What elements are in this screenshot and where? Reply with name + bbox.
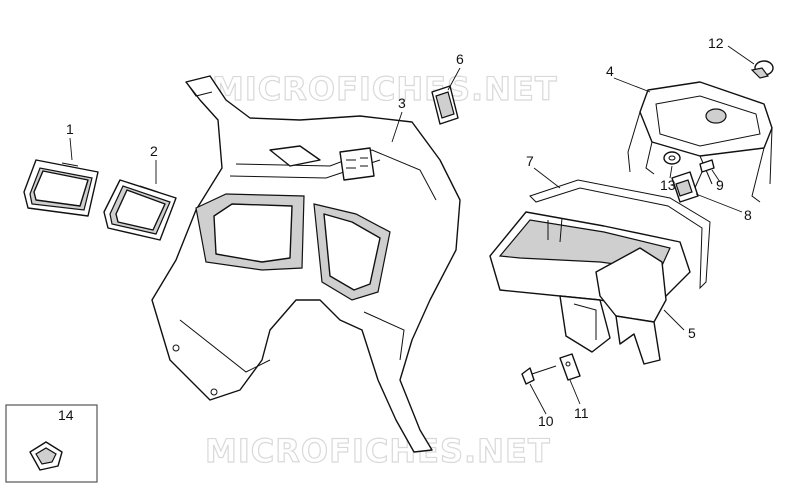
inset-part-14 bbox=[5, 404, 98, 483]
part-13-nut bbox=[663, 151, 681, 165]
callout-4: 4 bbox=[606, 63, 614, 79]
part-9-screw bbox=[693, 159, 715, 191]
part-11-clip bbox=[559, 353, 581, 381]
part-1-grille-cover bbox=[23, 159, 99, 217]
watermark-top: MICROFICHES.NET bbox=[212, 70, 558, 108]
callout-10: 10 bbox=[538, 413, 554, 429]
part-2-grille-cover bbox=[103, 179, 177, 241]
callout-5: 5 bbox=[688, 325, 696, 341]
callout-8: 8 bbox=[744, 207, 752, 223]
part-3-inner-shield bbox=[151, 75, 461, 453]
part-6-cap bbox=[431, 85, 459, 125]
callout-2: 2 bbox=[150, 143, 158, 159]
part-10-screw bbox=[521, 365, 557, 385]
callout-12: 12 bbox=[708, 35, 724, 51]
callout-14: 14 bbox=[58, 407, 74, 423]
part-8-clip bbox=[671, 171, 699, 203]
callout-11: 11 bbox=[574, 405, 589, 421]
part-7-gasket bbox=[529, 179, 711, 290]
part-4-bracket-panel bbox=[627, 81, 773, 203]
callout-13: 13 bbox=[660, 177, 676, 193]
callout-3: 3 bbox=[398, 95, 406, 111]
callout-9: 9 bbox=[716, 177, 724, 193]
leader-lines bbox=[69, 45, 755, 415]
callout-1: 1 bbox=[66, 121, 74, 137]
part-5-glovebox bbox=[489, 211, 691, 365]
callout-7: 7 bbox=[526, 153, 534, 169]
part-12-plug bbox=[750, 60, 774, 79]
callout-6: 6 bbox=[456, 51, 464, 67]
watermark-bottom: MICROFICHES.NET bbox=[205, 432, 551, 470]
